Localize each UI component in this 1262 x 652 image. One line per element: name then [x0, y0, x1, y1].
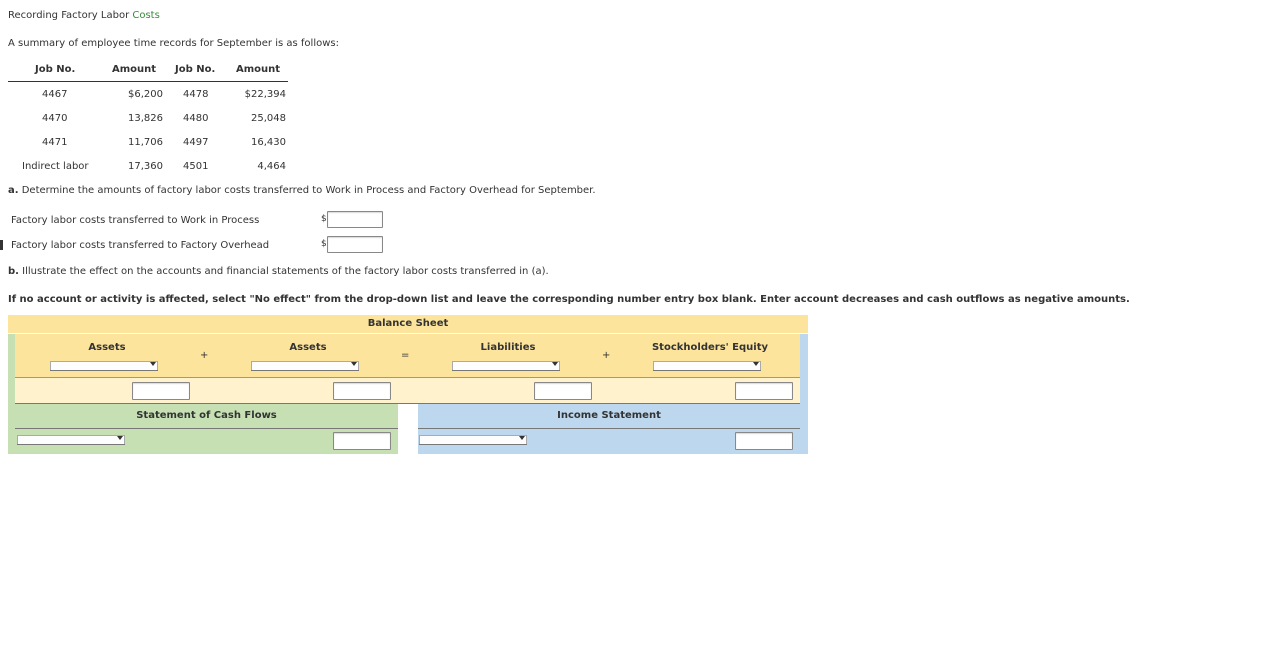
table-cell-amount: 16,430 [251, 137, 286, 148]
table-cell-job: 4501 [183, 161, 209, 172]
table-cell-job: 4497 [183, 137, 209, 148]
table-header-divider [8, 81, 288, 82]
chevron-down-icon [150, 362, 156, 366]
wip-amount-input[interactable] [327, 211, 383, 228]
balance-sheet-divider [15, 377, 800, 378]
income-statement-account-select[interactable] [419, 435, 527, 445]
intro-text: A summary of employee time records for S… [8, 38, 339, 49]
table-cell-job: 4471 [42, 137, 68, 148]
instructions: If no account or activity is affected, s… [8, 294, 1130, 305]
part-b-text: Illustrate the effect on the accounts an… [22, 266, 549, 277]
table-cell-amount: $22,394 [244, 89, 286, 100]
equity-amount-input[interactable] [735, 382, 793, 400]
focus-marker [0, 240, 3, 250]
table-cell-amount: 13,826 [128, 113, 163, 124]
assets-2-amount-input[interactable] [333, 382, 391, 400]
table-cell-job: 4478 [183, 89, 209, 100]
assets-1-amount-input[interactable] [132, 382, 190, 400]
wip-label: Factory labor costs transferred to Work … [11, 215, 260, 226]
table-cell-job: 4467 [42, 89, 68, 100]
balance-sheet-header [8, 315, 808, 333]
table-cell-amount: 11,706 [128, 137, 163, 148]
income-statement-divider [418, 428, 800, 429]
col-header-assets-1: Assets [88, 342, 126, 353]
table-cell-job: Indirect labor [22, 161, 89, 172]
table-cell-job: 4470 [42, 113, 68, 124]
col-header-liabilities: Liabilities [480, 342, 536, 353]
income-statement-title: Income Statement [557, 410, 661, 421]
overhead-amount-input[interactable] [327, 236, 383, 253]
income-statement-amount-input[interactable] [735, 432, 793, 450]
liabilities-account-select[interactable] [452, 361, 560, 371]
assets-1-account-select[interactable] [50, 361, 158, 371]
cash-flows-amount-input[interactable] [333, 432, 391, 450]
table-cell-amount: 4,464 [257, 161, 286, 172]
overhead-currency: $ [321, 239, 327, 249]
part-b-question: b. Illustrate the effect on the accounts… [8, 266, 549, 277]
cash-flows-activity-select[interactable] [17, 435, 125, 445]
chevron-down-icon [519, 436, 525, 440]
equity-account-select[interactable] [653, 361, 761, 371]
col-header-amount-2: Amount [236, 64, 281, 75]
wip-currency: $ [321, 214, 327, 224]
col-header-stockholders-equity: Stockholders' Equity [651, 342, 769, 353]
page-title: Recording Factory Labor Costs [8, 10, 160, 21]
part-a-question: a. Determine the amounts of factory labo… [8, 185, 596, 196]
chevron-down-icon [351, 362, 357, 366]
part-b-label: b. [8, 266, 19, 277]
page-title-suffix: Costs [132, 10, 160, 21]
cash-flows-divider [15, 428, 398, 429]
right-accent-bar [800, 334, 808, 454]
chevron-down-icon [552, 362, 558, 366]
plus-operator: + [200, 350, 209, 361]
col-header-job-no-2: Job No. [175, 64, 216, 75]
col-header-assets-2: Assets [289, 342, 327, 353]
cash-flows-title: Statement of Cash Flows [136, 410, 277, 421]
equals-operator: = [401, 350, 410, 361]
balance-sheet-bottom-line [15, 403, 800, 404]
chevron-down-icon [753, 362, 759, 366]
page-title-prefix: Recording Factory Labor [8, 10, 130, 21]
part-a-text: Determine the amounts of factory labor c… [21, 185, 596, 196]
table-cell-amount: 25,048 [251, 113, 286, 124]
table-cell-amount: $6,200 [128, 89, 163, 100]
assets-2-account-select[interactable] [251, 361, 359, 371]
chevron-down-icon [117, 436, 123, 440]
left-accent-bar [8, 334, 15, 454]
part-a-label: a. [8, 185, 19, 196]
table-cell-job: 4480 [183, 113, 209, 124]
liabilities-amount-input[interactable] [534, 382, 592, 400]
table-cell-amount: 17,360 [128, 161, 163, 172]
col-header-job-no-1: Job No. [35, 64, 76, 75]
plus-operator: + [602, 350, 611, 361]
overhead-label: Factory labor costs transferred to Facto… [11, 240, 270, 251]
col-header-amount-1: Amount [112, 64, 157, 75]
balance-sheet-title: Balance Sheet [367, 318, 449, 329]
